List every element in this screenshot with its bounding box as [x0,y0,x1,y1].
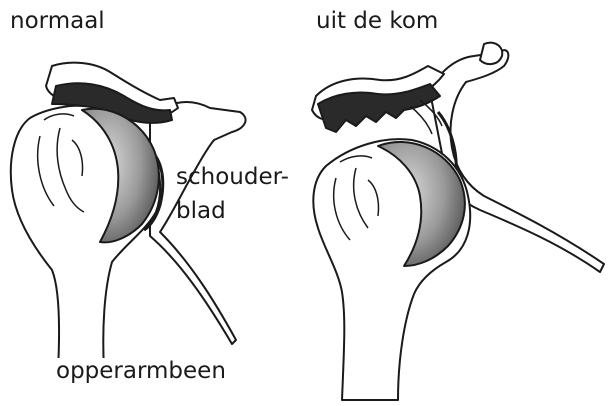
label-upper-arm-bone: opperarmbeen [56,358,226,384]
dislocated-shoulder [312,43,604,400]
label-normal: normaal [10,8,105,34]
label-shoulder-blade-line1: schouder- [176,164,289,190]
dislocated-clavicle-tip [480,43,502,64]
label-dislocated: uit de kom [316,8,438,34]
label-shoulder-blade-line2: blad [176,198,226,224]
